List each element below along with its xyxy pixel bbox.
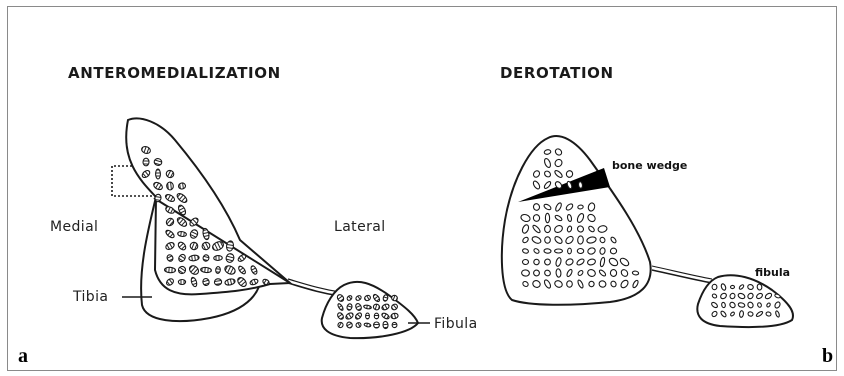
- trabecula-blob: [154, 194, 161, 202]
- trabecula-blob: [177, 231, 186, 237]
- trabecula-blob: [712, 284, 717, 290]
- trabecula-blob: [366, 313, 370, 319]
- label-lateral: Lateral: [334, 220, 386, 234]
- trabecula-blob: [730, 285, 734, 288]
- trabecula-blob: [555, 249, 563, 253]
- title-anteromedialization: ANTEROMEDIALIZATION: [68, 66, 281, 81]
- label-bone-wedge: bone wedge: [612, 160, 687, 171]
- panel-letter-a: a: [18, 346, 28, 366]
- interosseous-membrane-b: [652, 270, 712, 283]
- trabecula-blob: [544, 225, 550, 232]
- trabecula-blob: [374, 313, 378, 319]
- trabecula-blob: [522, 259, 528, 264]
- trabecula-blob: [383, 321, 389, 329]
- title-derotation: DEROTATION: [500, 66, 614, 81]
- trabecula-blob: [556, 269, 562, 278]
- trabecula-blob: [214, 278, 222, 285]
- trabecula-blob: [577, 248, 584, 253]
- trabecula-blob: [610, 248, 617, 254]
- trabecula-blob: [721, 302, 725, 308]
- trabecula-blob: [757, 284, 763, 291]
- trabecula-blob: [200, 267, 211, 273]
- fibula-a: [322, 282, 418, 338]
- trabecula-blob: [599, 247, 605, 254]
- trabecula-blob: [588, 281, 594, 287]
- fibula-b: [697, 275, 793, 327]
- trabecula-blob: [392, 322, 397, 328]
- label-fibula-b: fibula: [755, 267, 790, 278]
- panel-letter-b: b: [822, 346, 833, 366]
- trabecula-blob: [143, 158, 149, 166]
- trabecula-blob: [578, 181, 583, 188]
- trabecula-blob: [544, 248, 551, 253]
- trabecula-blob: [533, 270, 540, 277]
- trabecula-blob: [567, 281, 573, 288]
- trabecula-blob: [178, 183, 186, 190]
- trabecula-blob: [545, 237, 551, 244]
- trabecula-blob: [567, 248, 571, 254]
- trabecula-blob: [533, 214, 540, 222]
- label-medial: Medial: [50, 220, 98, 234]
- trabecula-blob: [215, 266, 220, 273]
- trabecula-blob: [610, 269, 617, 276]
- trabecula-blob: [166, 182, 173, 190]
- trabecula-blob: [178, 280, 185, 285]
- trabecula-blob: [739, 310, 744, 317]
- trabecula-blob: [577, 236, 583, 245]
- label-tibia: Tibia: [73, 290, 108, 304]
- trabecula-blob: [521, 270, 529, 277]
- trabecula-blob: [373, 322, 379, 328]
- trabecula-blob: [578, 205, 584, 210]
- trabecula-blob: [632, 271, 639, 276]
- label-fibula: Fibula: [434, 317, 478, 331]
- trabecula-blob: [156, 169, 161, 179]
- trabecula-blob: [164, 267, 175, 273]
- trabecula-blob: [545, 213, 549, 222]
- trabecula-blob: [214, 255, 223, 260]
